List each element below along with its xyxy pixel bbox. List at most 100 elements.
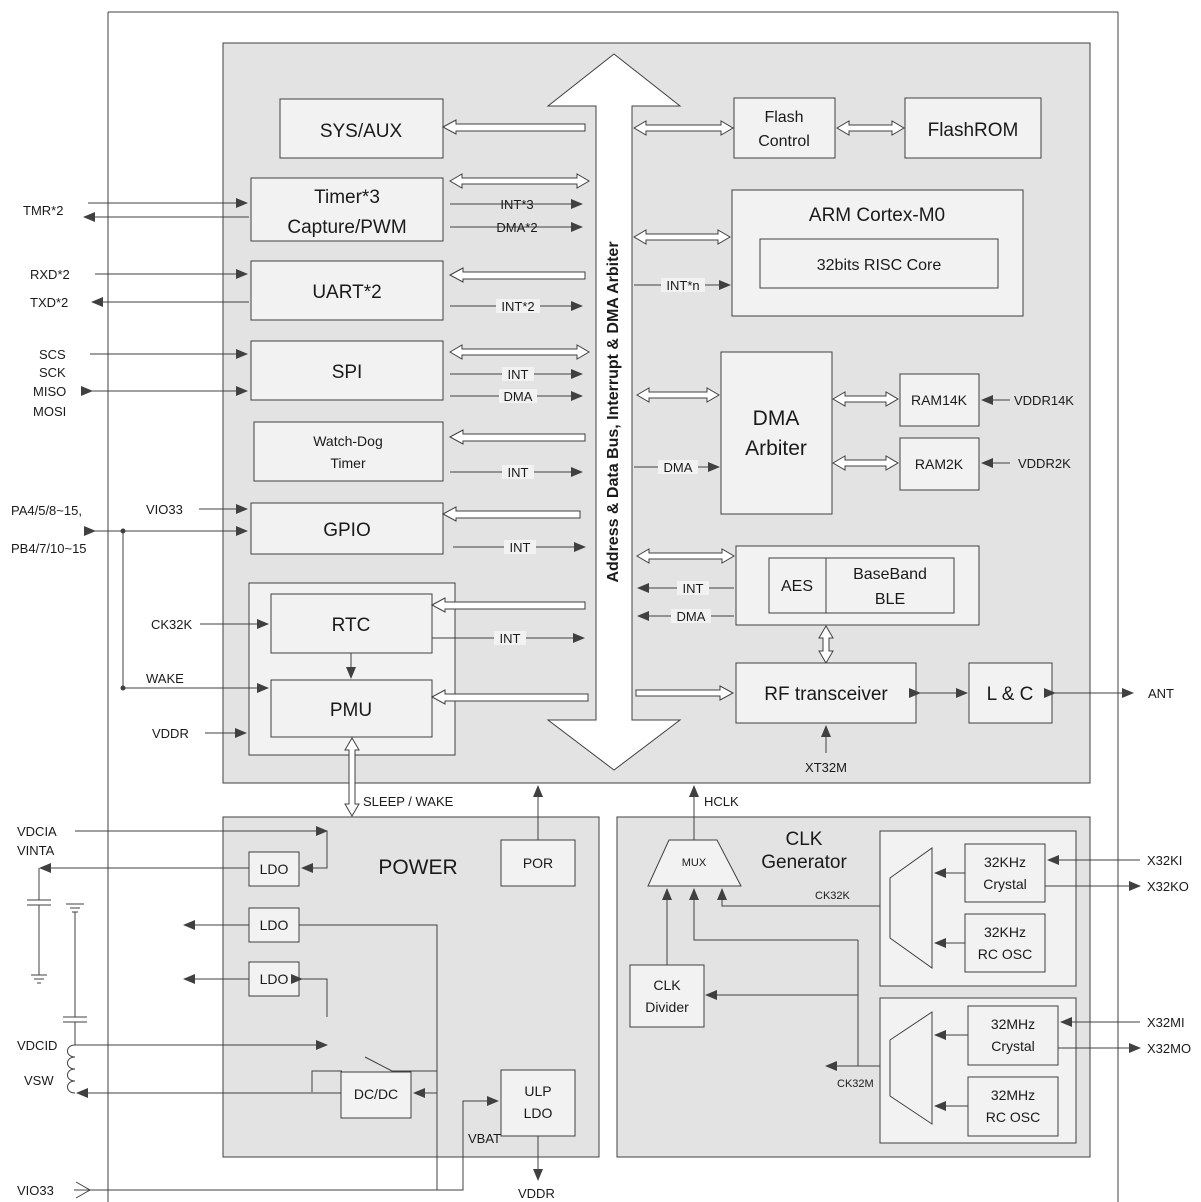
spi-bus-link [449,344,590,360]
rc32k-block: 32KHz RC OSC [964,913,1046,973]
rc32k-label-line2: RC OSC [978,946,1032,962]
dcdc-block: DC/DC [340,1071,412,1119]
arm-int-label: INT*n [666,278,699,293]
clk-generator-label-line2: Generator [761,852,847,873]
timer-bus-link [449,173,590,189]
vsw-pin: VSW [24,1073,54,1088]
ram14k-link [832,391,899,407]
dma-arbiter-dma-label: DMA [664,460,693,475]
flashrom-label: FlashROM [928,120,1019,141]
gpio-bus-link [441,506,581,522]
lc-block: L & C [968,662,1053,724]
vinta-capacitor [27,868,51,984]
rc32k-label-line1: 32KHz [984,924,1026,940]
pmu-label: PMU [330,700,372,721]
xtal32m-label-line1: 32MHz [991,1016,1035,1032]
uart-int-label: INT*2 [501,299,534,314]
ldo-1-label: LDO [260,861,289,877]
vddr2k-pin: VDDR2K [1018,456,1071,471]
ldo-3-label: LDO [260,971,289,987]
wake-pin: WAKE [146,671,184,686]
ldo-2-block: LDO [248,907,300,943]
risc-core-label: 32bits RISC Core [817,257,942,274]
rc32m-label-line2: RC OSC [986,1109,1040,1125]
dma-arbiter-block: DMA Arbiter [720,351,833,515]
spi-block: SPI [250,340,444,401]
vsw-inductor [67,1044,76,1094]
gpio-int-label: INT [510,540,531,555]
sys-aux-label: SYS/AUX [320,121,403,142]
baseband-dma-label: DMA [677,609,706,624]
mosi-pin: MOSI [33,404,66,419]
mux-block: MUX [647,839,742,887]
clk-divider-block: CLK Divider [629,964,705,1028]
arm-cortex-block: ARM Cortex-M0 32bits RISC Core [731,189,1024,317]
ldo-1-block: LDO [248,851,300,887]
rf-transceiver-block: RF transceiver [735,662,917,724]
spi-int-label: INT [508,367,529,382]
watchdog-bus-link [448,429,586,445]
xtal32m-label-line2: Crystal [991,1038,1035,1054]
ulp-ldo-label-line1: ULP [524,1083,551,1099]
gpio-block: GPIO [250,502,444,555]
xtal32k-block: 32KHz Crystal [964,843,1046,903]
dcdc-label: DC/DC [354,1086,398,1102]
pa-pin: PA4/5/8~15, [11,503,82,518]
sleep-wake-link [344,737,360,817]
sleep-wake-label: SLEEP / WAKE [363,794,454,809]
timer-int-label: INT*3 [500,197,533,212]
rtc-int-label: INT [500,631,521,646]
vdcia-pin: VDCIA [17,824,57,839]
ulp-ldo-label-line2: LDO [524,1105,553,1121]
rtc-bus-link [430,597,586,613]
watchdog-label-line1: Watch-Dog [313,433,383,449]
flash-rom-link [836,120,905,136]
chip-outline [107,11,1119,1202]
ldo1-feedback [301,831,328,873]
uart-block: UART*2 [250,260,444,321]
rc32m-label-line1: 32MHz [991,1087,1035,1103]
ram2k-label: RAM2K [915,456,964,472]
rtc-label: RTC [332,615,371,636]
tmr-pin: TMR*2 [23,203,63,218]
vbat-line [462,1096,499,1185]
pmu-block: PMU [270,679,433,738]
lc-label: L & C [987,684,1034,705]
x32ko-pin: X32KO [1147,879,1189,894]
flash-bus-link [633,120,734,136]
mux-in-32m-line [689,888,858,941]
vio33-bottom-line [74,1180,464,1191]
ck32k-label: CK32K [815,890,851,902]
baseband-label-line1: BaseBand [853,566,927,583]
vdcid-pin: VDCID [17,1038,57,1053]
timer-label-line1: Timer*3 [314,187,380,208]
watchdog-label-line2: Timer [330,455,366,471]
dma-arbiter-bus-link [636,387,720,403]
dma-arbiter-label-line2: Arbiter [745,437,807,460]
osc32m-selector [889,1011,933,1125]
x32mo-pin: X32MO [1147,1041,1191,1056]
pb-pin: PB4/7/10~15 [11,541,87,556]
vddr14k-pin: VDDR14K [1014,393,1074,408]
clk-divider-label-line1: CLK [653,977,681,993]
ulp-ldo-block: ULP LDO [500,1069,576,1137]
clk-divider-label-line2: Divider [645,999,689,1015]
flashrom-block: FlashROM [904,97,1042,159]
power-label: POWER [378,856,457,879]
arm-cortex-label: ARM Cortex-M0 [809,205,945,226]
ldo3-feedback [291,974,328,1017]
dma-arbiter-label-line1: DMA [753,407,800,430]
ck32m-label: CK32M [837,1078,874,1090]
vdcid-capacitor [63,903,87,1045]
ram2k-block: RAM2K [899,437,980,491]
rc32m-block: 32MHz RC OSC [967,1076,1059,1137]
ram14k-label: RAM14K [911,392,968,408]
ant-pin: ANT [1148,686,1174,701]
sys-aux-block: SYS/AUX [279,98,444,159]
spi-dma-label: DMA [504,389,533,404]
ck32k-in-pin: CK32K [151,617,193,632]
flash-control-label-line1: Flash [764,109,803,126]
x32mi-pin: X32MI [1147,1015,1185,1030]
baseband-int-label: INT [683,581,704,596]
